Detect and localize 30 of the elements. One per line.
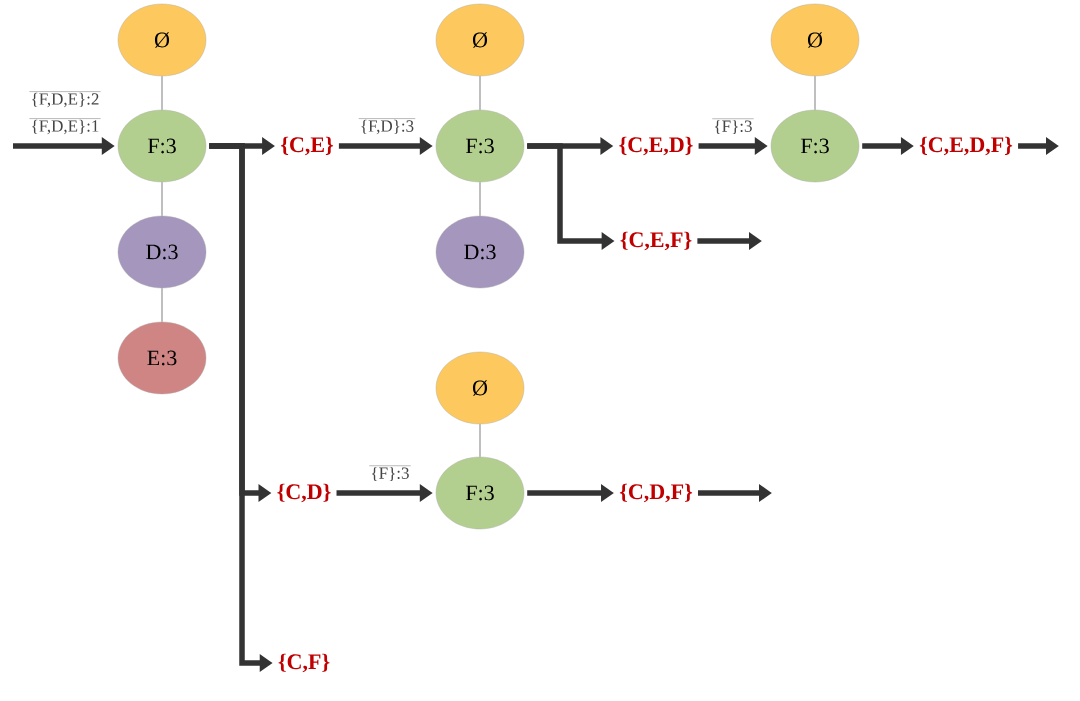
connector-line bbox=[479, 75, 481, 111]
connector-line bbox=[161, 287, 163, 323]
ellipse-node: Ø bbox=[770, 3, 860, 77]
connector-line bbox=[479, 181, 481, 217]
connector-line bbox=[814, 75, 816, 111]
set-label: {C,F} bbox=[278, 653, 330, 673]
connector-line bbox=[161, 75, 163, 111]
ellipse-node: F:3 bbox=[435, 109, 525, 183]
set-label: {C,E,D} bbox=[619, 136, 693, 156]
ellipse-node: D:3 bbox=[117, 215, 207, 289]
overlined-label: {F,D,E}:2 bbox=[29, 91, 101, 108]
ellipse-node: D:3 bbox=[435, 215, 525, 289]
ellipse-node: Ø bbox=[117, 3, 207, 77]
ellipse-node: E:3 bbox=[117, 321, 207, 395]
set-label: {C,D,F} bbox=[619, 483, 693, 503]
connector-line bbox=[161, 181, 163, 217]
ellipse-node: F:3 bbox=[770, 109, 860, 183]
ellipse-node: F:3 bbox=[117, 109, 207, 183]
set-label: {C,E} bbox=[281, 136, 333, 156]
ellipse-node: Ø bbox=[435, 351, 525, 425]
ellipse-node: F:3 bbox=[435, 456, 525, 530]
edge-label: {F}:3 bbox=[712, 118, 754, 135]
edge-label: {F,D,E}:1 bbox=[29, 118, 101, 135]
set-label: {C,D} bbox=[277, 483, 331, 503]
edge-label: {F}:3 bbox=[369, 465, 411, 482]
set-label: {C,E,F} bbox=[620, 231, 692, 251]
connector-line bbox=[479, 423, 481, 458]
set-label: {C,E,D,F} bbox=[919, 136, 1013, 156]
ellipse-node: Ø bbox=[435, 3, 525, 77]
edge-label: {F,D}:3 bbox=[358, 118, 416, 135]
